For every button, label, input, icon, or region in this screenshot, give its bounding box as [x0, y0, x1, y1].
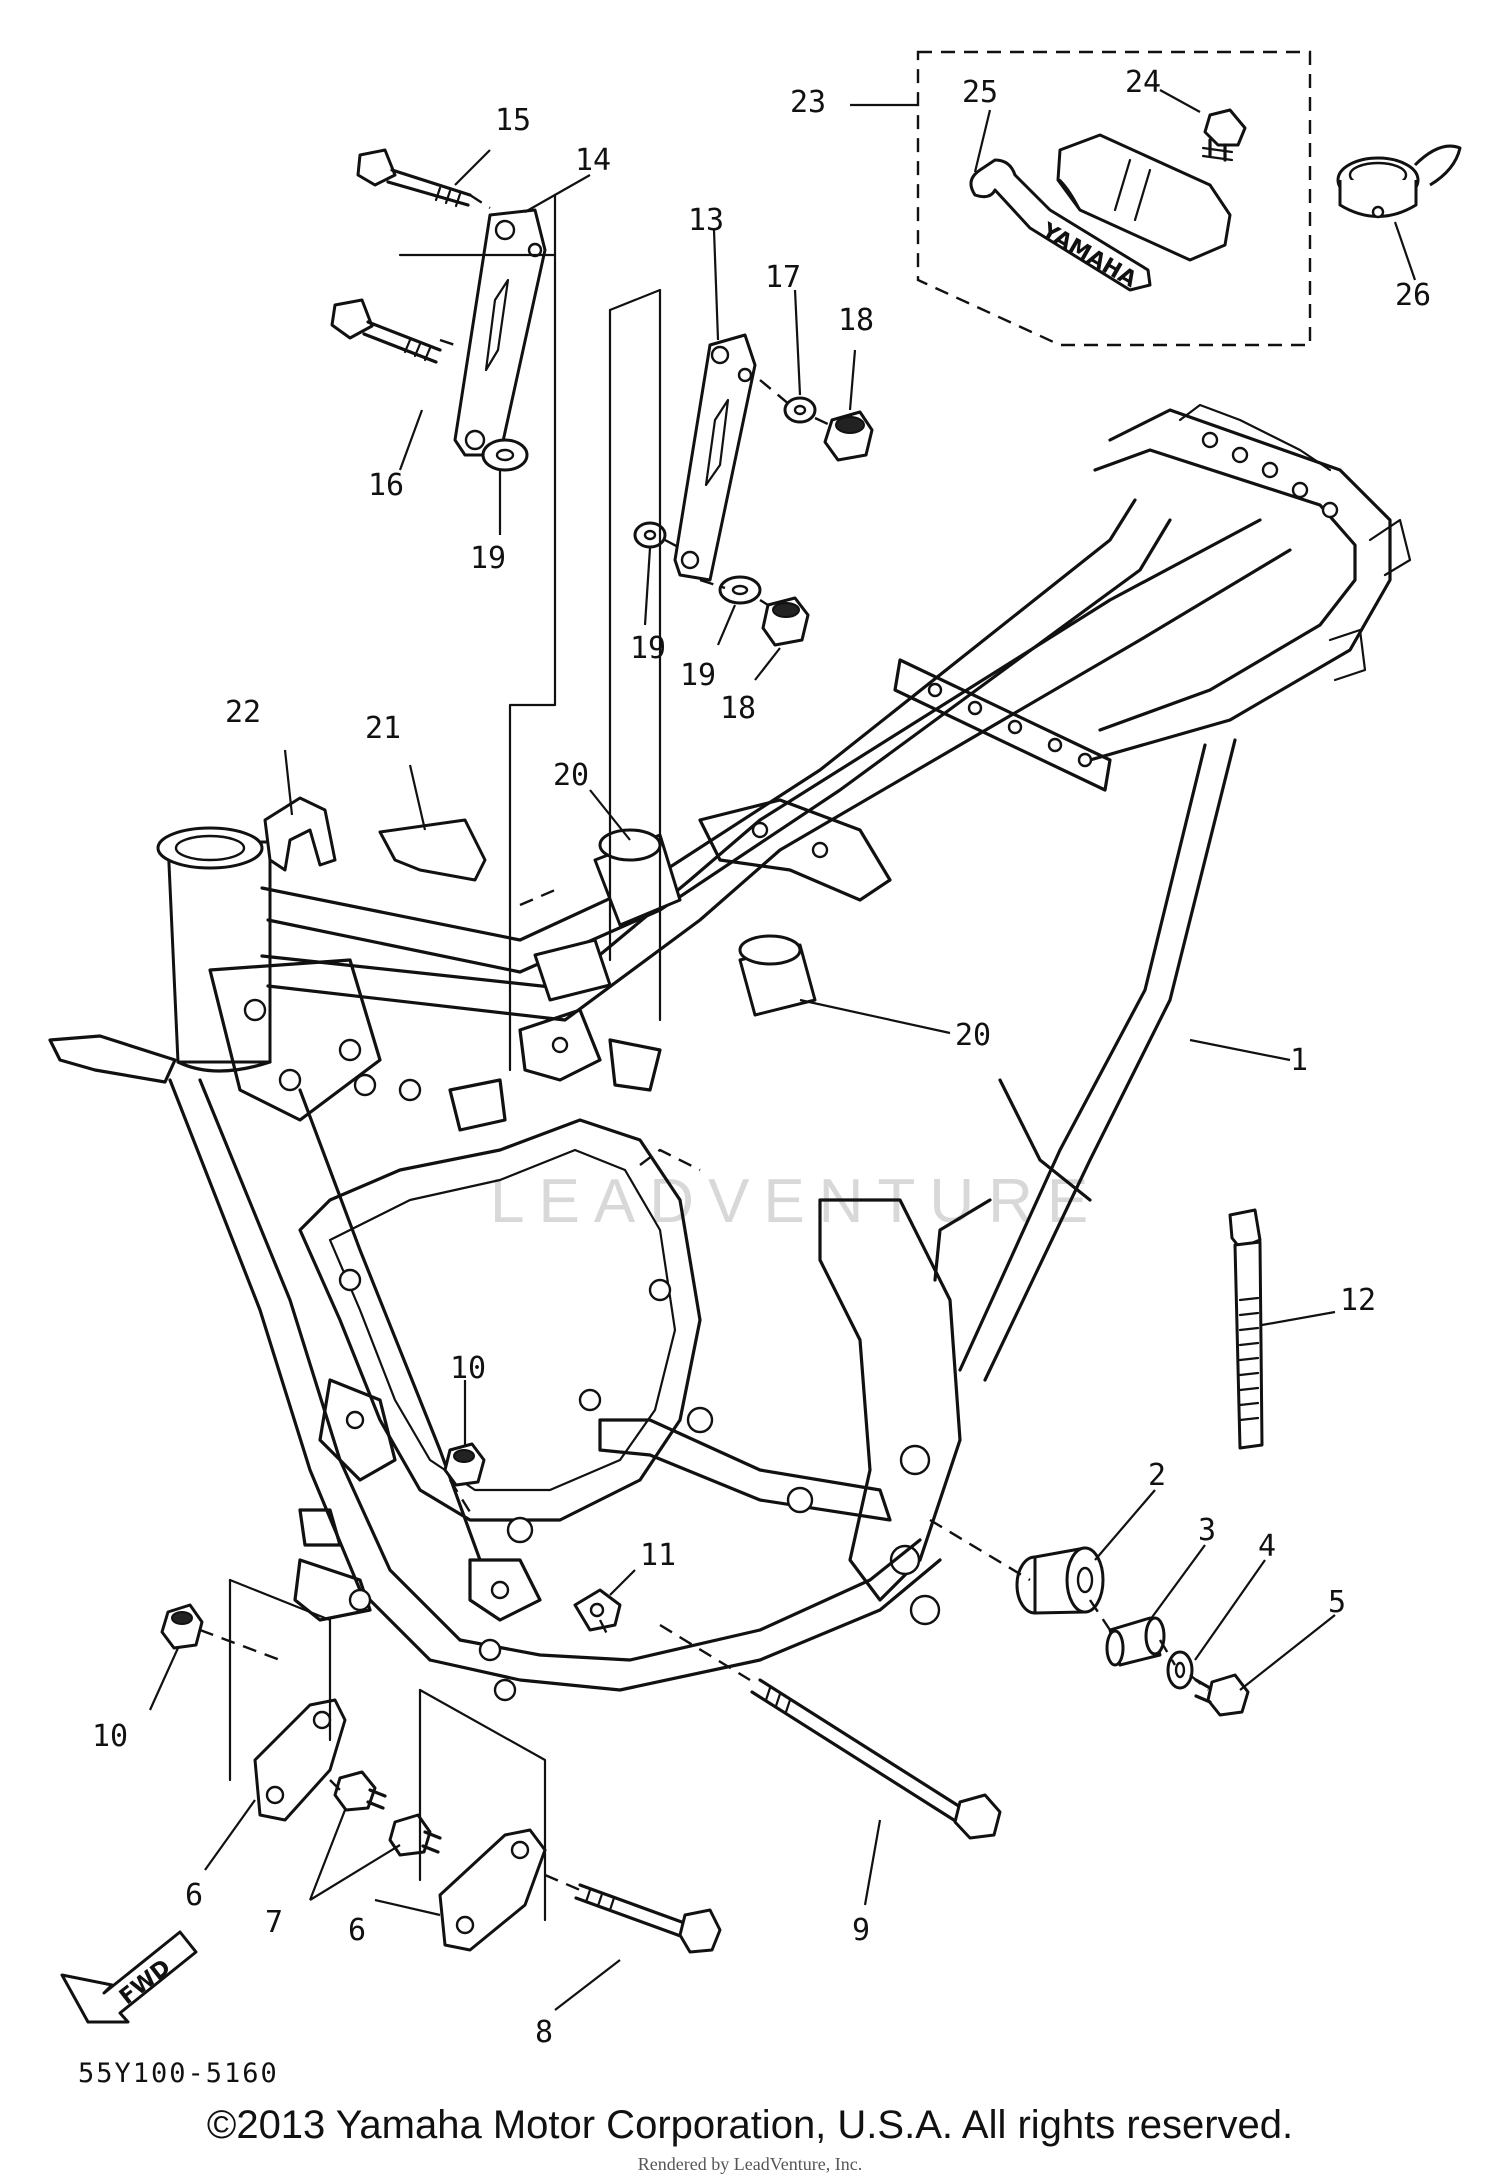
- callout-8: 8: [535, 2015, 553, 2050]
- callout-10a: 10: [92, 1719, 128, 1754]
- callout-21: 21: [365, 711, 401, 746]
- callout-25: 25: [962, 75, 998, 110]
- collar-2: [1015, 1546, 1105, 1615]
- engine-bracket-6a: [253, 1698, 347, 1822]
- washer-19c: [718, 575, 762, 605]
- callout-15: 15: [495, 103, 531, 138]
- washer-19b: [633, 521, 667, 549]
- watermark: LEADVENTURE: [490, 1167, 1102, 1236]
- bolt-7a: [333, 1770, 387, 1812]
- washer-4: [1166, 1650, 1194, 1690]
- bolt-7b: [388, 1813, 442, 1857]
- nut-10a: [160, 1603, 204, 1650]
- callout-17: 17: [765, 260, 801, 295]
- diagram-code: 55Y100-5160: [78, 2058, 279, 2089]
- engine-bracket-6b: [438, 1828, 547, 1952]
- callout-6b: 6: [348, 1913, 366, 1948]
- callout-22: 22: [225, 695, 261, 730]
- callout-10b: 10: [450, 1351, 486, 1386]
- callout-5: 5: [1328, 1585, 1346, 1620]
- collar-3: [1105, 1616, 1166, 1667]
- callout-14: 14: [575, 143, 611, 178]
- callout-11: 11: [640, 1538, 676, 1573]
- callout-2: 2: [1148, 1458, 1166, 1493]
- nut-10b: [443, 1442, 486, 1487]
- copyright-notice: ©2013 Yamaha Motor Corporation, U.S.A. A…: [206, 2103, 1294, 2147]
- callout-12: 12: [1340, 1283, 1376, 1318]
- cable-tie-12: [1228, 1208, 1264, 1450]
- callout-1: 1: [1290, 1043, 1308, 1078]
- callout-3: 3: [1198, 1513, 1216, 1548]
- callout-13: 13: [688, 203, 724, 238]
- callout-6a: 6: [185, 1878, 203, 1913]
- callout-19a: 19: [470, 541, 506, 576]
- nut-18a: [823, 410, 874, 462]
- engine-stay-13: [673, 333, 757, 582]
- nut-18b: [761, 596, 810, 647]
- callout-16: 16: [368, 468, 404, 503]
- callout-7: 7: [265, 1905, 283, 1940]
- callout-23: 23: [790, 85, 826, 120]
- callout-18b: 18: [720, 691, 756, 726]
- main-frame: [48, 403, 1412, 1702]
- group-lines: [199, 193, 1209, 1922]
- callout-19b: 19: [630, 631, 666, 666]
- callout-26: 26: [1395, 278, 1431, 313]
- part-26-band: [1336, 144, 1462, 219]
- nut-11: [573, 1588, 622, 1632]
- tool-kit-box: [916, 50, 1312, 347]
- callout-24: 24: [1125, 65, 1161, 100]
- washer-19a: [481, 438, 529, 472]
- part-22-clamp: [263, 796, 337, 872]
- tool-bag: [1056, 133, 1232, 262]
- callout-4: 4: [1258, 1529, 1276, 1564]
- long-bolt-9: [750, 1678, 1002, 1840]
- part-21-plate: [378, 818, 487, 882]
- callout-18a: 18: [838, 303, 874, 338]
- bolt-8: [574, 1883, 722, 1954]
- bolt-24: [1201, 108, 1247, 162]
- washer-17: [783, 396, 817, 424]
- bolt-5: [1194, 1673, 1250, 1717]
- bolt-15: [356, 148, 472, 208]
- fwd-arrow-icon: FWD: [60, 1930, 198, 2024]
- callout-20b: 20: [955, 1018, 991, 1053]
- callout-19c: 19: [680, 658, 716, 693]
- rendered-by-notice: Rendered by LeadVenture, Inc.: [637, 2154, 863, 2174]
- bolt-16: [330, 298, 442, 364]
- callout-9: 9: [852, 1913, 870, 1948]
- callout-labels: 1 2 3 4 5 6 6 7 8 9 10 10 11 12 13 14 15…: [92, 65, 1431, 2050]
- callout-20a: 20: [553, 758, 589, 793]
- engine-stay-14: [453, 208, 547, 457]
- leader-lines: [148, 89, 1417, 2011]
